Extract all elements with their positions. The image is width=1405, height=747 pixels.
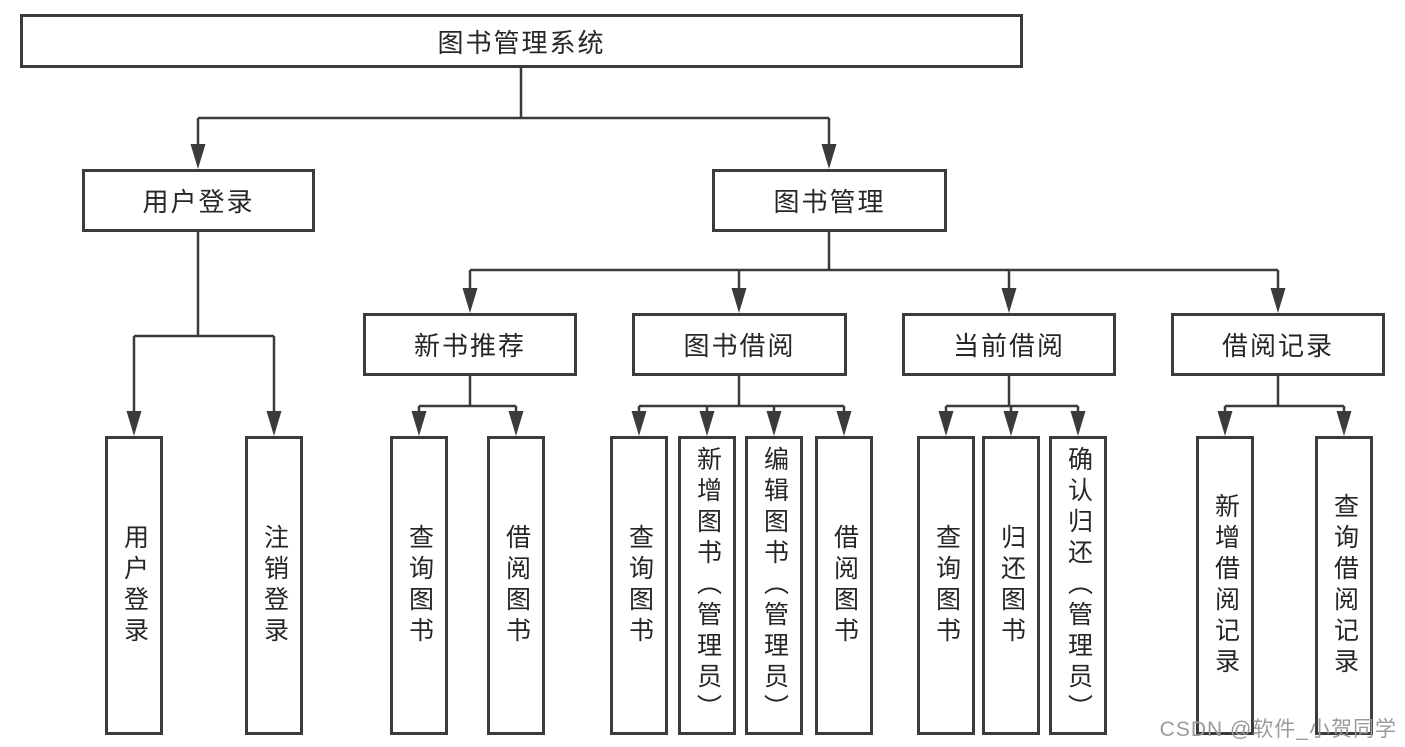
leaf-user-login: 用户登录 bbox=[105, 436, 163, 735]
leaf-borrow-books-recommend: 借阅图书 bbox=[487, 436, 545, 735]
leaf-user-login-label: 用户登录 bbox=[120, 523, 149, 648]
leaf-query-books-current: 查询图书 bbox=[917, 436, 975, 735]
connector-root-to-level2 bbox=[196, 68, 831, 146]
leaf-query-books-recommend: 查询图书 bbox=[390, 436, 448, 735]
connector-new-book-recommend-to-leaves bbox=[417, 376, 518, 414]
arrowheads-book-mgmt-to-level3 bbox=[462, 288, 1286, 313]
leaf-add-borrow-record: 新增借阅记录 bbox=[1196, 436, 1254, 735]
connector-borrow-records-to-leaves bbox=[1223, 376, 1346, 414]
node-root-label: 图书管理系统 bbox=[437, 27, 606, 58]
leaf-borrow-books-recommend-label: 借阅图书 bbox=[502, 523, 531, 648]
node-root: 图书管理系统 bbox=[20, 14, 1023, 68]
leaf-query-borrow-record: 查询借阅记录 bbox=[1315, 436, 1373, 735]
arrowheads-borrow-records bbox=[1217, 411, 1352, 436]
watermark: CSDN @软件_小贺同学 bbox=[1159, 718, 1397, 741]
leaf-add-books-admin-label: 新增图书（管理员） bbox=[693, 446, 722, 725]
node-current-borrow-label: 当前借阅 bbox=[952, 331, 1065, 361]
leaf-confirm-return-admin-label: 确认归还（管理员） bbox=[1064, 446, 1093, 725]
connector-current-borrow-to-leaves bbox=[944, 376, 1080, 414]
connector-book-mgmt-to-level3 bbox=[468, 232, 1280, 290]
leaf-query-borrow-record-label: 查询借阅记录 bbox=[1330, 492, 1359, 679]
leaf-query-books-borrow: 查询图书 bbox=[610, 436, 668, 735]
node-user-login-label: 用户登录 bbox=[142, 187, 255, 217]
node-book-borrow: 图书借阅 bbox=[632, 313, 847, 376]
leaf-add-borrow-record-label: 新增借阅记录 bbox=[1211, 492, 1240, 679]
leaf-query-books-recommend-label: 查询图书 bbox=[405, 523, 434, 648]
leaf-return-books-label: 归还图书 bbox=[997, 523, 1026, 648]
node-new-book-recommend-label: 新书推荐 bbox=[413, 331, 526, 361]
leaf-logout-label: 注销登录 bbox=[260, 523, 289, 648]
arrowheads-book-borrow bbox=[631, 411, 852, 436]
leaf-confirm-return-admin: 确认归还（管理员） bbox=[1049, 436, 1107, 735]
leaf-query-books-borrow-label: 查询图书 bbox=[625, 523, 654, 648]
node-borrow-records: 借阅记录 bbox=[1171, 313, 1385, 376]
node-book-borrow-label: 图书借阅 bbox=[683, 331, 796, 361]
leaf-edit-books-admin-label: 编辑图书（管理员） bbox=[760, 446, 789, 725]
leaf-query-books-current-label: 查询图书 bbox=[932, 523, 961, 648]
leaf-logout: 注销登录 bbox=[245, 436, 303, 735]
node-borrow-records-label: 借阅记录 bbox=[1221, 331, 1334, 361]
node-current-borrow: 当前借阅 bbox=[902, 313, 1116, 376]
leaf-borrow-books: 借阅图书 bbox=[815, 436, 873, 735]
arrowheads-user-login-to-leaves bbox=[126, 411, 282, 436]
node-book-management: 图书管理 bbox=[712, 169, 947, 232]
node-book-management-label: 图书管理 bbox=[773, 187, 886, 217]
node-new-book-recommend: 新书推荐 bbox=[363, 313, 577, 376]
leaf-borrow-books-label: 借阅图书 bbox=[830, 523, 859, 648]
arrowheads-root-to-level2 bbox=[190, 144, 837, 169]
connector-user-login-to-leaves bbox=[132, 232, 276, 413]
leaf-return-books: 归还图书 bbox=[982, 436, 1040, 735]
node-user-login: 用户登录 bbox=[82, 169, 315, 232]
arrowheads-new-book-recommend bbox=[411, 411, 524, 436]
arrowheads-current-borrow bbox=[938, 411, 1086, 436]
leaf-edit-books-admin: 编辑图书（管理员） bbox=[745, 436, 803, 735]
leaf-add-books-admin: 新增图书（管理员） bbox=[678, 436, 736, 735]
connector-book-borrow-to-leaves bbox=[637, 376, 846, 414]
